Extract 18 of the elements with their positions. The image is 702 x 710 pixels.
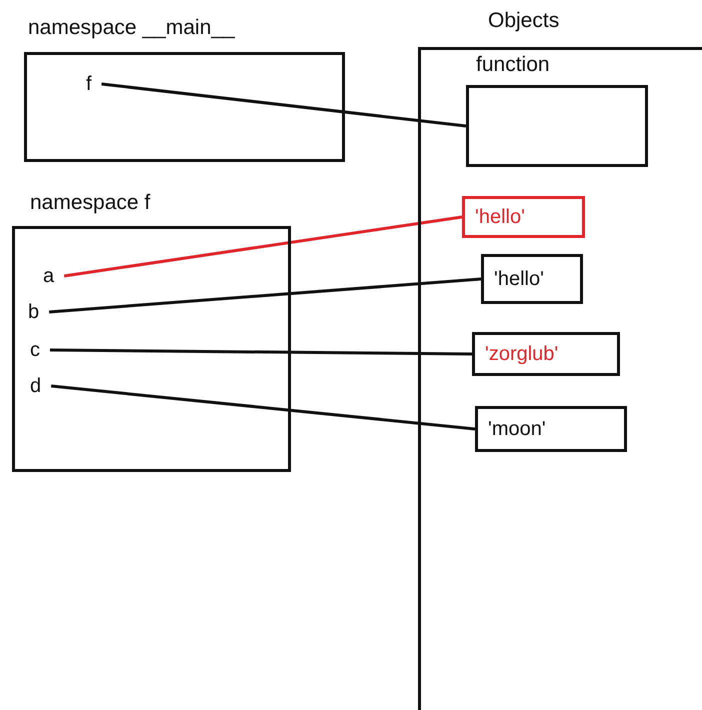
namespace-heading: function bbox=[476, 53, 550, 77]
value-box: 'hello' bbox=[462, 196, 585, 238]
variable-name: d bbox=[30, 376, 42, 396]
reference-line bbox=[64, 216, 462, 278]
reference-line bbox=[101, 82, 466, 128]
namespace-heading: namespace __main__ bbox=[28, 16, 235, 40]
variable-name: c bbox=[30, 340, 40, 360]
namespace-heading: Objects bbox=[488, 9, 560, 33]
variable-name: f bbox=[86, 74, 92, 94]
value-box: 'zorglub' bbox=[472, 332, 620, 376]
value-box: 'moon' bbox=[475, 406, 627, 452]
value-box: 'hello' bbox=[481, 254, 583, 304]
variable-name: a bbox=[43, 266, 54, 286]
variable-name: b bbox=[28, 302, 40, 322]
reference-line bbox=[50, 384, 476, 430]
reference-line bbox=[49, 278, 482, 314]
namespace-heading: namespace f bbox=[30, 191, 150, 215]
reference-line bbox=[50, 348, 472, 356]
